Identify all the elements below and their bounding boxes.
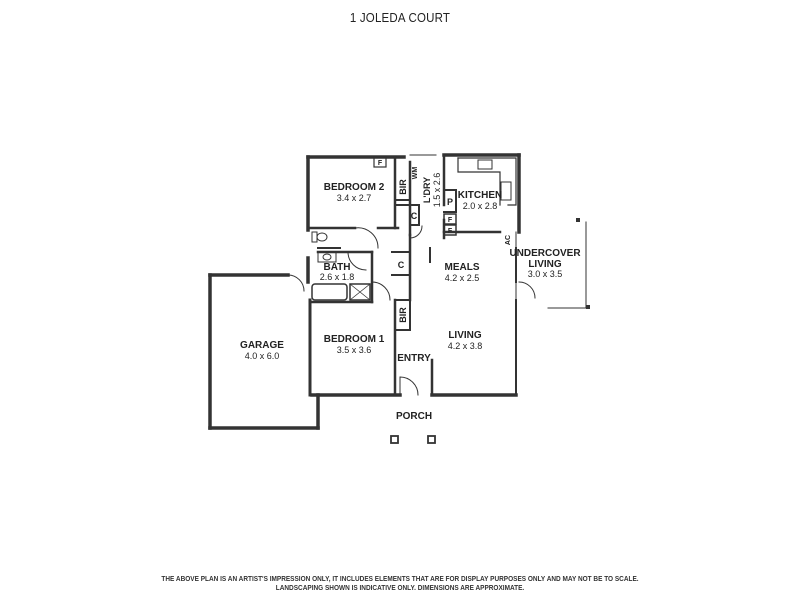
bathtub	[311, 283, 348, 301]
ac-label: AC	[505, 235, 512, 245]
bedroom2-dims: 3.4 x 2.7	[337, 193, 372, 203]
garage-name: GARAGE	[240, 340, 284, 351]
wall-bir1	[394, 299, 411, 331]
door-laundry	[409, 225, 423, 239]
wall-closet1	[394, 204, 420, 226]
fridge-label-1: F	[448, 217, 453, 224]
porch-name: PORCH	[396, 411, 432, 422]
kitchen-bench-inner	[457, 157, 501, 206]
garage-door-arc	[287, 274, 305, 292]
pantry-label: P	[447, 197, 453, 207]
door-entry	[399, 376, 419, 396]
labels: BEDROOM 2 3.4 x 2.7 BIR WM L'DRY 1.5 x 2…	[240, 160, 581, 422]
kitchen-dims: 2.0 x 2.8	[463, 201, 498, 211]
door-bed1	[371, 281, 391, 301]
bath-dims: 2.6 x 1.8	[320, 272, 355, 282]
undercover-post-bottom	[586, 305, 590, 309]
fridge-label-2: F	[448, 228, 453, 235]
bed2-fixture-label: F	[378, 160, 383, 167]
fridge-box-1	[443, 213, 457, 225]
door-bed2	[354, 227, 379, 249]
laundry-name: L'DRY	[422, 177, 432, 203]
garage-dims: 4.0 x 6.0	[245, 351, 280, 361]
living-name: LIVING	[448, 330, 482, 341]
porch-post-right	[427, 435, 436, 444]
bath-name: BATH	[323, 262, 350, 273]
undercover-name-2: LIVING	[528, 259, 562, 270]
toilet-bowl	[316, 232, 328, 242]
disclaimer-line-1: THE ABOVE PLAN IS AN ARTIST'S IMPRESSION…	[161, 574, 639, 583]
meals-name: MEALS	[445, 262, 480, 273]
closet2-label: C	[398, 260, 405, 270]
bedroom1-dims: 3.5 x 3.6	[337, 345, 372, 355]
kitchen-name: KITCHEN	[458, 190, 502, 201]
shower-cross	[349, 283, 371, 301]
fridge-box-2	[443, 224, 457, 236]
entry-name: ENTRY	[397, 353, 431, 364]
cooktop	[477, 159, 493, 170]
bir2-label: BIR	[398, 179, 408, 195]
toilet-cistern	[311, 231, 318, 243]
meals-dims: 4.2 x 2.5	[445, 273, 480, 283]
wm-label: WM	[412, 167, 419, 180]
basin	[322, 253, 332, 261]
porch-post-left	[390, 435, 399, 444]
kitchen-bench-top	[457, 157, 517, 206]
living-dims: 4.2 x 3.8	[448, 341, 483, 351]
door-undercover	[518, 281, 536, 299]
wall-kitchen-pantry	[443, 189, 457, 213]
shower	[349, 283, 371, 301]
undercover-dims: 3.0 x 3.5	[528, 269, 563, 279]
sink	[500, 181, 512, 201]
bedroom2-name: BEDROOM 2	[324, 182, 385, 193]
undercover-name-1: UNDERCOVER	[509, 248, 581, 259]
plan-title: 1 JOLEDA COURT	[349, 11, 451, 25]
vanity	[317, 251, 337, 263]
laundry-dims: 1.5 x 2.6	[432, 173, 442, 208]
bed2-fixture-box	[373, 156, 387, 168]
walls	[208, 153, 590, 444]
undercover-post-top	[576, 218, 580, 222]
door-hall	[347, 251, 367, 271]
disclaimer-line-2: LANDSCAPING SHOWN IS INDICATIVE ONLY. DI…	[275, 583, 525, 592]
bedroom1-name: BEDROOM 1	[324, 334, 385, 345]
closet1-label: C	[411, 211, 418, 221]
bir1-label: BIR	[398, 307, 408, 323]
